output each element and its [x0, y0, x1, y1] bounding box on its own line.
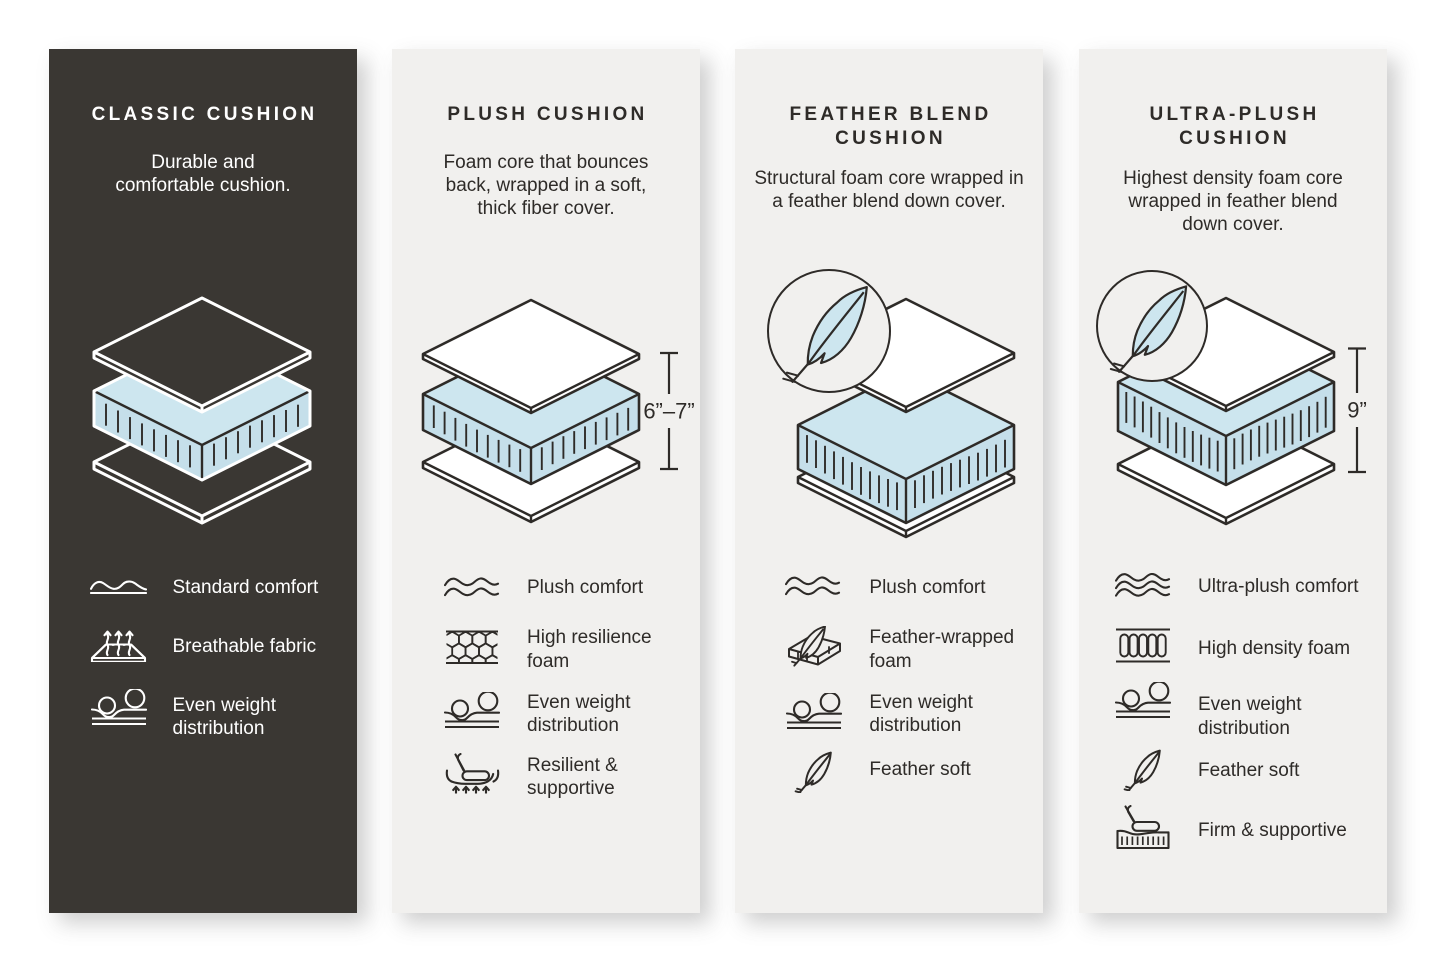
description-line: comfortable cushion. [115, 174, 291, 196]
resilient-icon [445, 753, 499, 794]
panel-title-line: PLUSH CUSHION [447, 104, 648, 125]
feature-label: Standard comfort [173, 576, 319, 599]
panel-title-line: CLASSIC CUSHION [91, 104, 318, 125]
panel-title: PLUSH CUSHION [392, 103, 700, 127]
feature-label: Plush comfort [527, 576, 643, 599]
description-line: thick fiber cover. [477, 197, 615, 219]
description-line: Structural foam core wrapped in [754, 167, 1024, 189]
even-weight-icon [785, 692, 842, 729]
feature-label: Plush comfort [869, 576, 985, 599]
panel-ultra-plush-cushion: ULTRA-PLUSH CUSHION Highest density foam c… [1079, 49, 1387, 913]
cushion-layers-illustration [92, 296, 312, 525]
waves-3-icon [1114, 573, 1170, 597]
feature-label-line: Even weight [527, 691, 631, 713]
feature-label: Firm & supportive [1198, 819, 1347, 842]
honeycomb-icon [446, 630, 498, 665]
feature-label-line: Firm & supportive [1198, 819, 1347, 841]
panel-title: FEATHER BLEND CUSHION [735, 103, 1043, 151]
dimension-label: 9” [1347, 398, 1367, 423]
feature-label-line: foam [869, 650, 912, 672]
feature-label-line: distribution [1198, 717, 1290, 739]
waves-2-icon [785, 576, 841, 596]
breathable-icon [90, 630, 147, 662]
feature-label-line: Even weight [172, 695, 277, 716]
cushion-layers-illustration: 9” [1096, 270, 1367, 526]
firm-icon [1116, 804, 1170, 849]
wave-underline-icon [90, 579, 147, 594]
description-line: Highest density foam core [1123, 167, 1343, 189]
feature-label: Feather soft [1198, 759, 1299, 782]
feature-label-line: distribution [527, 714, 619, 736]
feature-label: Resilient &supportive [527, 754, 618, 800]
panel-title: CLASSIC CUSHION [49, 103, 357, 127]
feather-icon [794, 751, 832, 793]
description-line: Durable and [151, 151, 255, 173]
feature-label-line: Even weight [869, 691, 973, 713]
feature-label: High density foam [1198, 637, 1350, 660]
description-line: back, wrapped in a soft, [445, 174, 647, 196]
feature-label-line: High resilience [527, 627, 652, 649]
feature-label-line: High density foam [1198, 638, 1351, 660]
cushion-layers-illustration: 6”–7” [421, 298, 695, 524]
feature-label-line: Feather soft [1198, 760, 1300, 782]
feature-label-line: Feather-wrapped [869, 627, 1015, 649]
feature-label-line: Resilient & [527, 755, 618, 776]
feature-label-line: Plush comfort [869, 577, 986, 599]
feature-label-line: Ultra-plush comfort [1198, 575, 1359, 597]
even-weight-icon [90, 688, 147, 725]
description-line: a feather blend down cover. [772, 190, 1006, 212]
panel-title-line: ULTRA-PLUSH [1149, 104, 1320, 125]
waves-2-icon [443, 576, 499, 596]
description-line: Foam core that bounces [443, 151, 649, 173]
cushion-layers-illustration [767, 269, 1016, 539]
description-line: wrapped in feather blend [1128, 190, 1338, 212]
feather-icon [1123, 749, 1161, 791]
feature-label-line: Standard comfort [172, 576, 319, 598]
panel-title-line: CUSHION [835, 128, 946, 149]
panel-title-line: CUSHION [1179, 128, 1290, 149]
even-weight-icon [444, 692, 500, 729]
feature-label-line: Even weight [1198, 694, 1302, 716]
feature-label-line: Plush comfort [527, 577, 644, 599]
description-line: down cover. [1182, 213, 1284, 235]
feature-label-line: distribution [172, 718, 265, 740]
feature-label: Breathable fabric [173, 635, 317, 658]
feature-label: Feather soft [869, 758, 970, 781]
even-weight-icon [1115, 682, 1172, 719]
panel-feather-blend-cushion: FEATHER BLEND CUSHION Structural foam core… [735, 49, 1043, 913]
panel-title: ULTRA-PLUSH CUSHION [1079, 103, 1387, 151]
panel-title-line: FEATHER BLEND [789, 104, 992, 125]
feature-label-line: supportive [527, 778, 615, 800]
dimension-label: 6”–7” [643, 399, 694, 424]
feature-label-line: foam [527, 650, 570, 672]
feature-label-line: Feather soft [869, 758, 971, 780]
feature-label-line: Breathable fabric [172, 635, 317, 657]
feature-label-line: distribution [869, 714, 962, 736]
capsule-foam-icon [1116, 628, 1171, 663]
feature-label: Ultra-plush comfort [1198, 575, 1359, 598]
feather-foam-icon [787, 625, 841, 667]
